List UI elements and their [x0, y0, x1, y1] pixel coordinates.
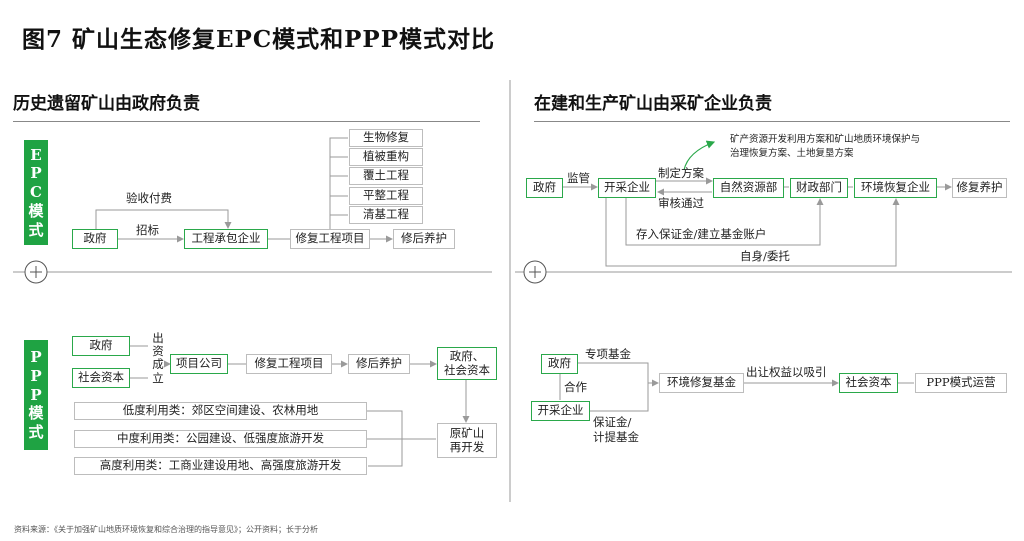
- ppp-use-low: 低度利用类：郊区空间建设、农林用地: [74, 402, 367, 420]
- rb-fund-box: 环境修复基金: [659, 373, 744, 393]
- epc-contractor-box: 工程承包企业: [184, 229, 268, 249]
- epc-subitem-bio: 生物修复: [349, 129, 423, 147]
- epc-accept-pay-label: 验收付费: [126, 191, 172, 205]
- epc-subitem-soil: 覆土工程: [349, 167, 423, 185]
- rb-special-label: 专项基金: [585, 347, 631, 361]
- ppp-project-box: 修复工程项目: [246, 354, 332, 374]
- rt-resource-box: 自然资源部: [713, 178, 784, 198]
- ppp-fund-label: 出资成立: [152, 331, 164, 385]
- source-note: 资料来源：《关于加强矿山地质环境恢复和综合治理的指导意见》；公开资料；长于分析: [14, 525, 318, 534]
- epc-gov-box: 政府: [72, 229, 118, 249]
- rt-gov-box: 政府: [526, 178, 563, 198]
- ppp-company-box: 项目公司: [170, 354, 228, 374]
- rt-supervise-label: 监管: [567, 171, 590, 185]
- rt-self-label: 自身/委托: [740, 249, 790, 263]
- ppp-redevelop-box: 原矿山再开发: [437, 423, 497, 458]
- right-header-rule: [534, 121, 1010, 122]
- rt-plan-note: 矿产资源开发利用方案和矿山地质环境保护与治理恢复方案、土地复垦方案: [730, 134, 921, 160]
- epc-project-box: 修复工程项目: [290, 229, 370, 249]
- left-section-title: 历史遗留矿山由政府负责: [13, 94, 200, 114]
- ppp-social-box: 社会资本: [72, 368, 130, 388]
- ppp-use-high: 高度利用类：工商业建设用地、高强度旅游开发: [74, 457, 367, 475]
- rt-mining-box: 开采企业: [598, 178, 656, 198]
- rb-coop-label: 合作: [564, 380, 587, 394]
- rb-social-box: 社会资本: [839, 373, 898, 393]
- rt-review-label: 审核通过: [658, 196, 704, 210]
- rt-maintain-box: 修复养护: [952, 178, 1007, 198]
- rt-finance-box: 财政部门: [790, 178, 848, 198]
- rb-gov-box: 政府: [541, 354, 578, 374]
- rb-transfer-label: 出让权益以吸引: [746, 365, 827, 379]
- epc-subitem-vegetation: 植被重构: [349, 148, 423, 166]
- left-header-rule: [13, 121, 480, 122]
- rb-deposit-label: 保证金/计提基金: [593, 415, 639, 444]
- ppp-gov-box: 政府: [72, 336, 130, 356]
- right-section-title: 在建和生产矿山由采矿企业负责: [534, 94, 772, 114]
- rt-draft-label: 制定方案: [658, 166, 704, 180]
- epc-maintain-box: 修后养护: [393, 229, 455, 249]
- epc-subitem-level: 平整工程: [349, 187, 423, 205]
- rb-ppp-box: PPP模式运营: [915, 373, 1007, 393]
- rb-mining-box: 开采企业: [531, 401, 590, 421]
- ppp-maintain-box: 修后养护: [348, 354, 410, 374]
- rt-eco-box: 环境恢复企业: [854, 178, 937, 198]
- rt-deposit-label: 存入保证金/建立基金账户: [636, 227, 767, 241]
- ppp-owners-box: 政府、社会资本: [437, 347, 497, 380]
- epc-subitem-clear: 清基工程: [349, 206, 423, 224]
- epc-tender-label: 招标: [136, 223, 159, 237]
- page-title: 图7 矿山生态修复EPC模式和PPP模式对比: [22, 26, 496, 53]
- ppp-use-medium: 中度利用类：公园建设、低强度旅游开发: [74, 430, 367, 448]
